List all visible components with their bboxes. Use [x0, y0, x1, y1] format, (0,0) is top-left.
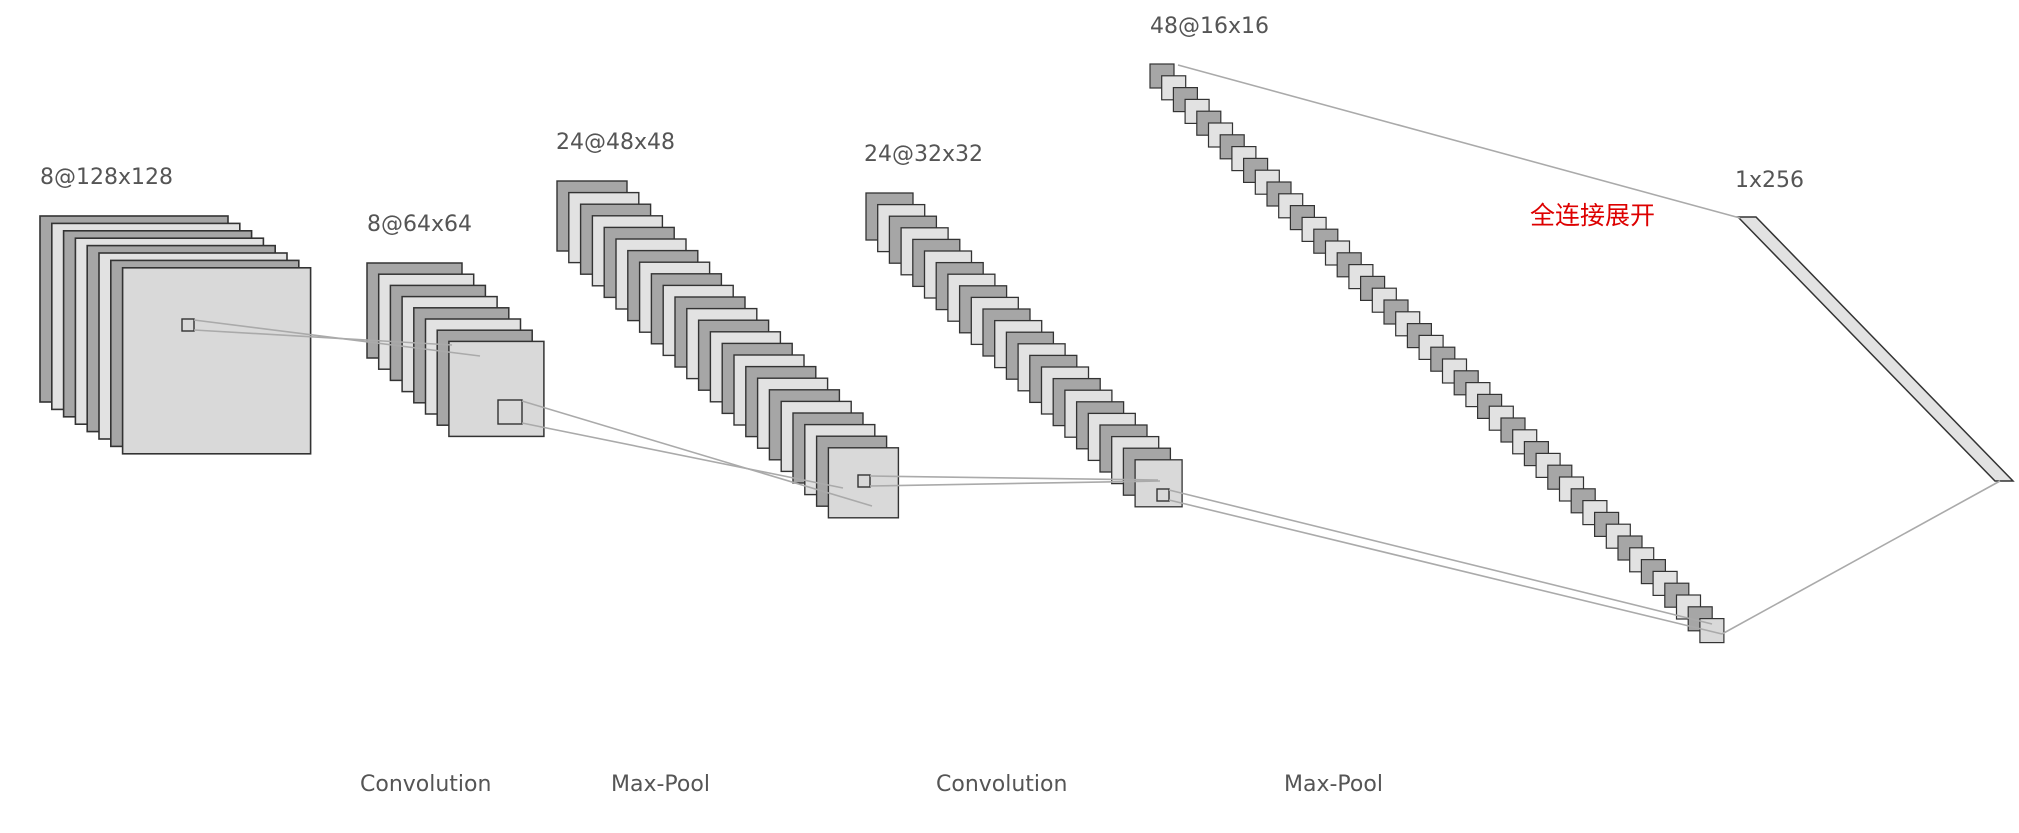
operation-label-convolution-2: Convolution	[936, 772, 1068, 797]
connector-line	[521, 400, 873, 507]
operation-label-maxpool-2: Max-Pool	[1284, 772, 1383, 797]
pool1-window-box	[497, 399, 523, 425]
connector-line	[1721, 480, 2001, 635]
connector-line	[1168, 489, 1713, 625]
conv2-kernel-box	[857, 474, 871, 488]
connector-line	[521, 422, 844, 489]
layer-label-conv1: 8@64x64	[367, 212, 473, 237]
conv2-feature-map	[1134, 459, 1183, 508]
connector-line	[1177, 64, 1741, 219]
layer-label-input: 8@128x128	[40, 165, 173, 190]
operation-label-convolution-1: Convolution	[360, 772, 492, 797]
pool2-window-box	[1156, 488, 1170, 502]
fc-vector	[1736, 216, 2015, 482]
connector-line	[869, 475, 1159, 481]
conv1-kernel-box	[181, 318, 195, 332]
layer-label-fc: 1x256	[1735, 168, 1805, 193]
connector-line	[193, 329, 453, 346]
pool1-feature-map	[827, 447, 900, 519]
connector-line	[1168, 499, 1723, 635]
operation-label-maxpool-1: Max-Pool	[611, 772, 710, 797]
layer-label-pool2: 48@16x16	[1150, 14, 1270, 39]
layer-label-conv2: 24@32x32	[864, 142, 984, 167]
conv1-feature-map	[448, 340, 545, 438]
layer-label-pool1: 24@48x48	[556, 130, 676, 155]
fully-connected-note: 全连接展开	[1530, 201, 1656, 230]
connector-line	[869, 480, 1161, 487]
input-feature-map	[121, 266, 312, 455]
